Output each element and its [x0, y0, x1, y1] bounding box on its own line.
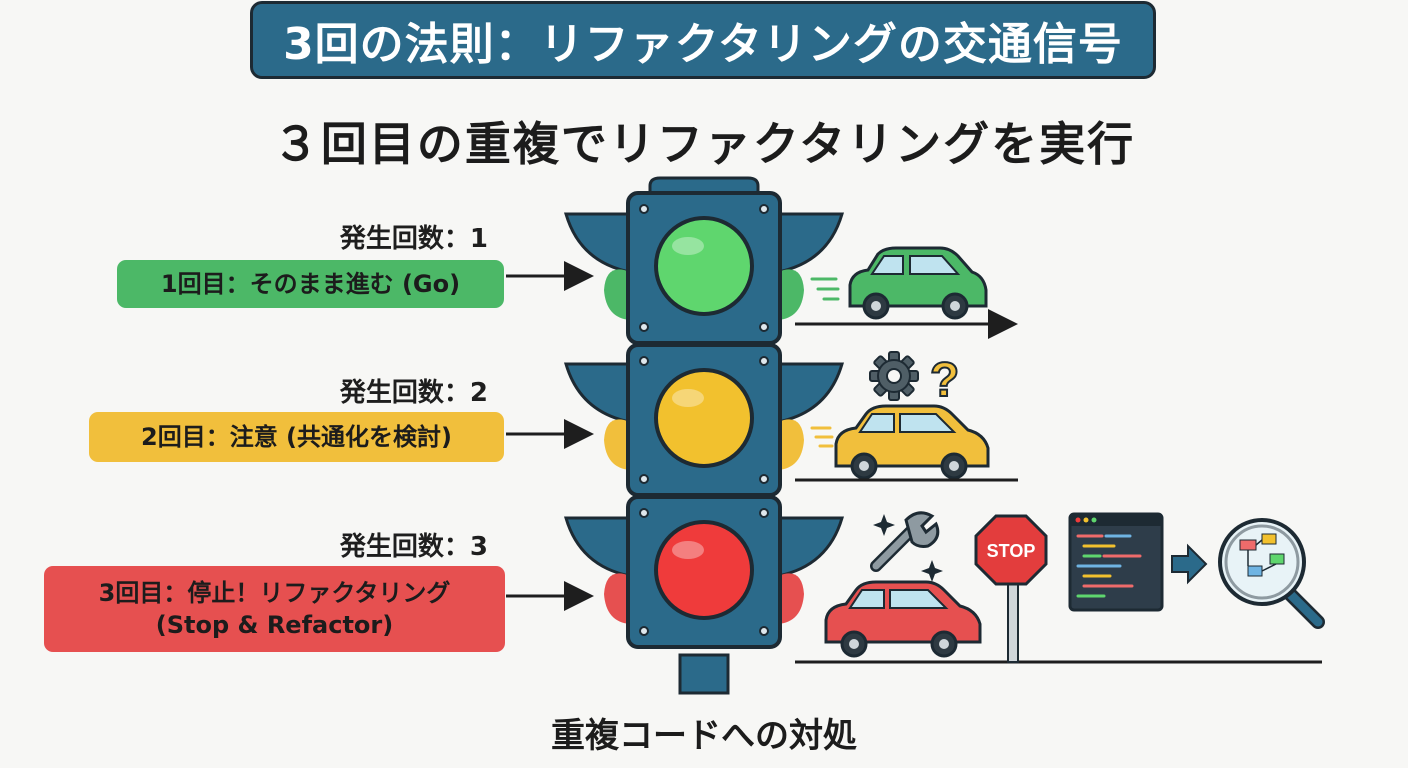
- count-label-2: 発生回数：2: [339, 378, 488, 408]
- stop-sign-label: STOP: [987, 541, 1036, 561]
- question-mark-icon: ?: [930, 354, 959, 407]
- caution-lines-icon: [810, 426, 834, 448]
- title-banner: 3回の法則：リファクタリングの交通信号: [250, 1, 1156, 79]
- traffic-light-icon: [563, 176, 845, 695]
- code-window-icon: [1068, 512, 1164, 612]
- sparkle-icon: [873, 514, 943, 582]
- green-lamp: [654, 216, 754, 316]
- count-label-1: 発生回数：1: [339, 224, 488, 254]
- red-car-icon: [824, 580, 982, 658]
- stage-2-pill: 2回目：注意 (共通化を検討): [89, 412, 504, 462]
- page-title: 3回の法則：リファクタリングの交通信号: [283, 19, 1123, 70]
- yellow-car-icon: [834, 404, 990, 480]
- subtitle: ３回目の重複でリファクタリングを実行: [272, 117, 1136, 171]
- stage-3-line-2: (Stop & Refactor): [155, 611, 394, 639]
- stage-3-line-1: 3回目：停止！リファクタリング: [98, 578, 451, 607]
- stop-sign-icon: STOP: [974, 514, 1048, 663]
- magnifier-icon: [1218, 518, 1325, 629]
- stage-1-pill: 1回目：そのまま進む (Go): [117, 260, 504, 308]
- yellow-lamp: [654, 368, 754, 468]
- speed-lines-icon: [810, 277, 840, 301]
- arrow-right-icon: [1171, 543, 1208, 585]
- gear-icon: [869, 351, 919, 401]
- green-car-icon: [848, 246, 988, 320]
- red-lamp: [654, 520, 754, 620]
- wrench-icon: [870, 511, 940, 572]
- count-label-3: 発生回数：3: [339, 532, 488, 562]
- caption: 重複コードへの対処: [551, 716, 857, 756]
- stage-3-pill: 3回目：停止！リファクタリング (Stop & Refactor): [44, 566, 505, 652]
